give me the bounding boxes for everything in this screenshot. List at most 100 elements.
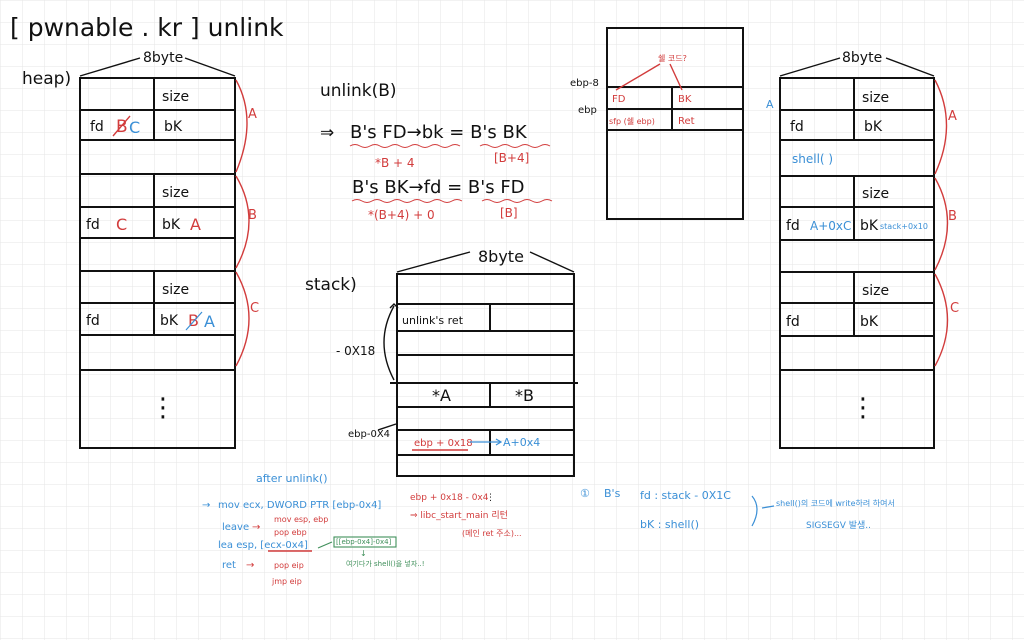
stack-a-plus: A+0x4 <box>503 436 540 449</box>
chunk-a-bk: bK <box>164 119 183 135</box>
frame-bk: BK <box>678 94 692 105</box>
r-chunk-a-size: size <box>862 90 889 106</box>
after-line1: mov ecx, DWORD PTR [ebp-0x4] <box>218 500 381 511</box>
frame-fd: FD <box>612 94 626 105</box>
stack-a-ptr: *A <box>432 386 451 405</box>
r-brace-c <box>934 273 949 367</box>
r-brace-a-label: A <box>948 109 957 124</box>
chunk-b-bk-val: A <box>190 215 201 234</box>
chunk-c-bk: bK <box>160 313 179 329</box>
frame-ebp: ebp <box>578 105 597 116</box>
stack-ebp-minus4: ebp-0X4 <box>348 429 390 440</box>
stack-byte-label: 8byte <box>478 247 524 266</box>
left-heap-dots: ⋮ <box>150 393 176 423</box>
eq2-underline-right <box>481 199 553 203</box>
stack-unlink-ret: unlink's ret <box>402 314 464 327</box>
after-leave-ops1: mov esp, ebp <box>274 515 328 524</box>
calc-dots: ⋮ <box>486 493 495 503</box>
unlink-call: unlink(B) <box>320 81 397 101</box>
plan-notes: ① B's fd : stack - 0X1C bK : shell() she… <box>580 487 895 531</box>
right-heap: A 8byte size fd bK shell( ) size fd A+0x… <box>766 50 959 449</box>
stack-diagram: stack) 8byte unlink's ret *A *B - 0X18 e… <box>305 247 578 477</box>
eq1-underline-right <box>479 144 551 148</box>
after-prefix-arrow: → <box>202 500 210 511</box>
plan-brace <box>751 495 775 527</box>
r-brace-b-label: B <box>948 209 957 224</box>
frame-note: 쉘 코드? <box>658 54 687 63</box>
calc-line3: (메인 ret 주소)... <box>462 528 522 538</box>
r-chunk-b-fd-val: A+0xC <box>810 219 851 233</box>
frame-ebp-minus8: ebp-8 <box>570 78 599 89</box>
chunk-a-fd: fd <box>90 119 104 135</box>
chunk-a-fd-strike <box>112 115 131 137</box>
after-ret: ret <box>222 560 236 571</box>
r-chunk-b-fd: fd <box>786 218 800 234</box>
brace-c <box>235 271 250 367</box>
stack-ebp-plus: ebp + 0x18 <box>414 438 473 449</box>
r-brace-c-label: C <box>950 301 959 316</box>
chunk-c-size: size <box>162 282 189 298</box>
after-lea-note2: ↓ <box>360 549 367 558</box>
r-chunk-b-bk-val: stack+0x10 <box>880 222 928 231</box>
r-chunk-c-bk: bK <box>860 314 879 330</box>
calc-line1: ebp + 0x18 - 0x4 <box>410 493 489 503</box>
after-lea: lea esp, [ecx-0x4] <box>218 540 308 551</box>
stack-minus-0x18: - 0X18 <box>336 344 375 358</box>
chunk-a-fd-new: C <box>129 118 140 137</box>
heap-label: heap) <box>22 69 71 89</box>
chunk-c-fd: fd <box>86 313 100 329</box>
stack-label: stack) <box>305 275 357 295</box>
chunk-a-size: size <box>162 89 189 105</box>
r-chunk-c-size: size <box>862 283 889 299</box>
chunk-b-bk: bK <box>162 217 181 233</box>
r-chunk-b-bk: bK <box>860 218 879 234</box>
chunk-a-fd-old: B <box>116 117 128 137</box>
frame-diagram: ebp-8 ebp 쉘 코드? FD BK sfp (쉘 ebp) Ret <box>570 27 744 220</box>
after-ret-arrow: → <box>246 560 254 571</box>
plan-num: ① <box>580 487 590 500</box>
eq2-note-left: *(B+4) + 0 <box>368 208 435 222</box>
plan-note1: shell()의 코드에 write하려 하여서 <box>776 498 895 508</box>
eq2-note-right: [B] <box>500 206 518 220</box>
calc-notes: ebp + 0x18 - 0x4 ⋮ ⇒ libc_start_main 리턴 … <box>410 493 522 538</box>
chunk-b-size: size <box>162 185 189 201</box>
after-leave-arrow: → <box>252 522 260 533</box>
eq1-note-right: [B+4] <box>494 151 529 165</box>
right-side-label: A <box>766 98 774 111</box>
after-ret-ops2: jmp eip <box>271 577 302 586</box>
unlink-equations: unlink(B) ⇒ B's FD→bk = B's BK *B + 4 [B… <box>320 81 553 222</box>
r-chunk-a-fd: fd <box>790 119 804 135</box>
unlink-eq1: B's FD→bk = B's BK <box>350 122 528 143</box>
r-chunk-a-shell: shell( ) <box>792 152 833 166</box>
r-brace-a <box>934 79 948 175</box>
after-title: after unlink() <box>256 472 328 485</box>
r-chunk-c-fd: fd <box>786 314 800 330</box>
chunk-c-bk-old: B <box>188 311 199 330</box>
brace-a-label: A <box>248 107 257 122</box>
after-lea-note1: [[ebp-0x4]-0x4] <box>336 538 392 546</box>
after-leave: leave <box>222 522 249 533</box>
r-brace-b <box>934 177 949 271</box>
plan-fd: fd : stack - 0X1C <box>640 489 731 502</box>
left-byte-label: 8byte <box>143 50 183 66</box>
page-title: [ pwnable . kr ] unlink <box>10 13 284 42</box>
stack-offset-brace <box>383 305 395 381</box>
chunk-b-fd-val: C <box>116 215 127 234</box>
right-heap-dots: ⋮ <box>850 393 876 423</box>
plan-bk: bK : shell() <box>640 518 699 531</box>
left-heap: 8byte size fd B C bK size fd C bK A size… <box>79 50 259 449</box>
brace-c-label: C <box>250 301 259 316</box>
plan-bs: B's <box>604 487 621 500</box>
frame-sfp: sfp (쉘 ebp) <box>609 117 655 126</box>
brace-b-label: B <box>248 208 257 223</box>
unlink-arrow: ⇒ <box>320 123 334 143</box>
r-chunk-a-bk: bK <box>864 119 883 135</box>
unlink-eq2: B's BK→fd = B's FD <box>352 177 525 198</box>
calc-line2: ⇒ libc_start_main 리턴 <box>410 510 508 521</box>
after-unlink-notes: after unlink() → mov ecx, DWORD PTR [ebp… <box>202 472 425 586</box>
brace-a <box>235 79 248 173</box>
eq1-underline-left <box>349 144 461 148</box>
r-chunk-b-size: size <box>862 186 889 202</box>
chunk-b-fd: fd <box>86 217 100 233</box>
